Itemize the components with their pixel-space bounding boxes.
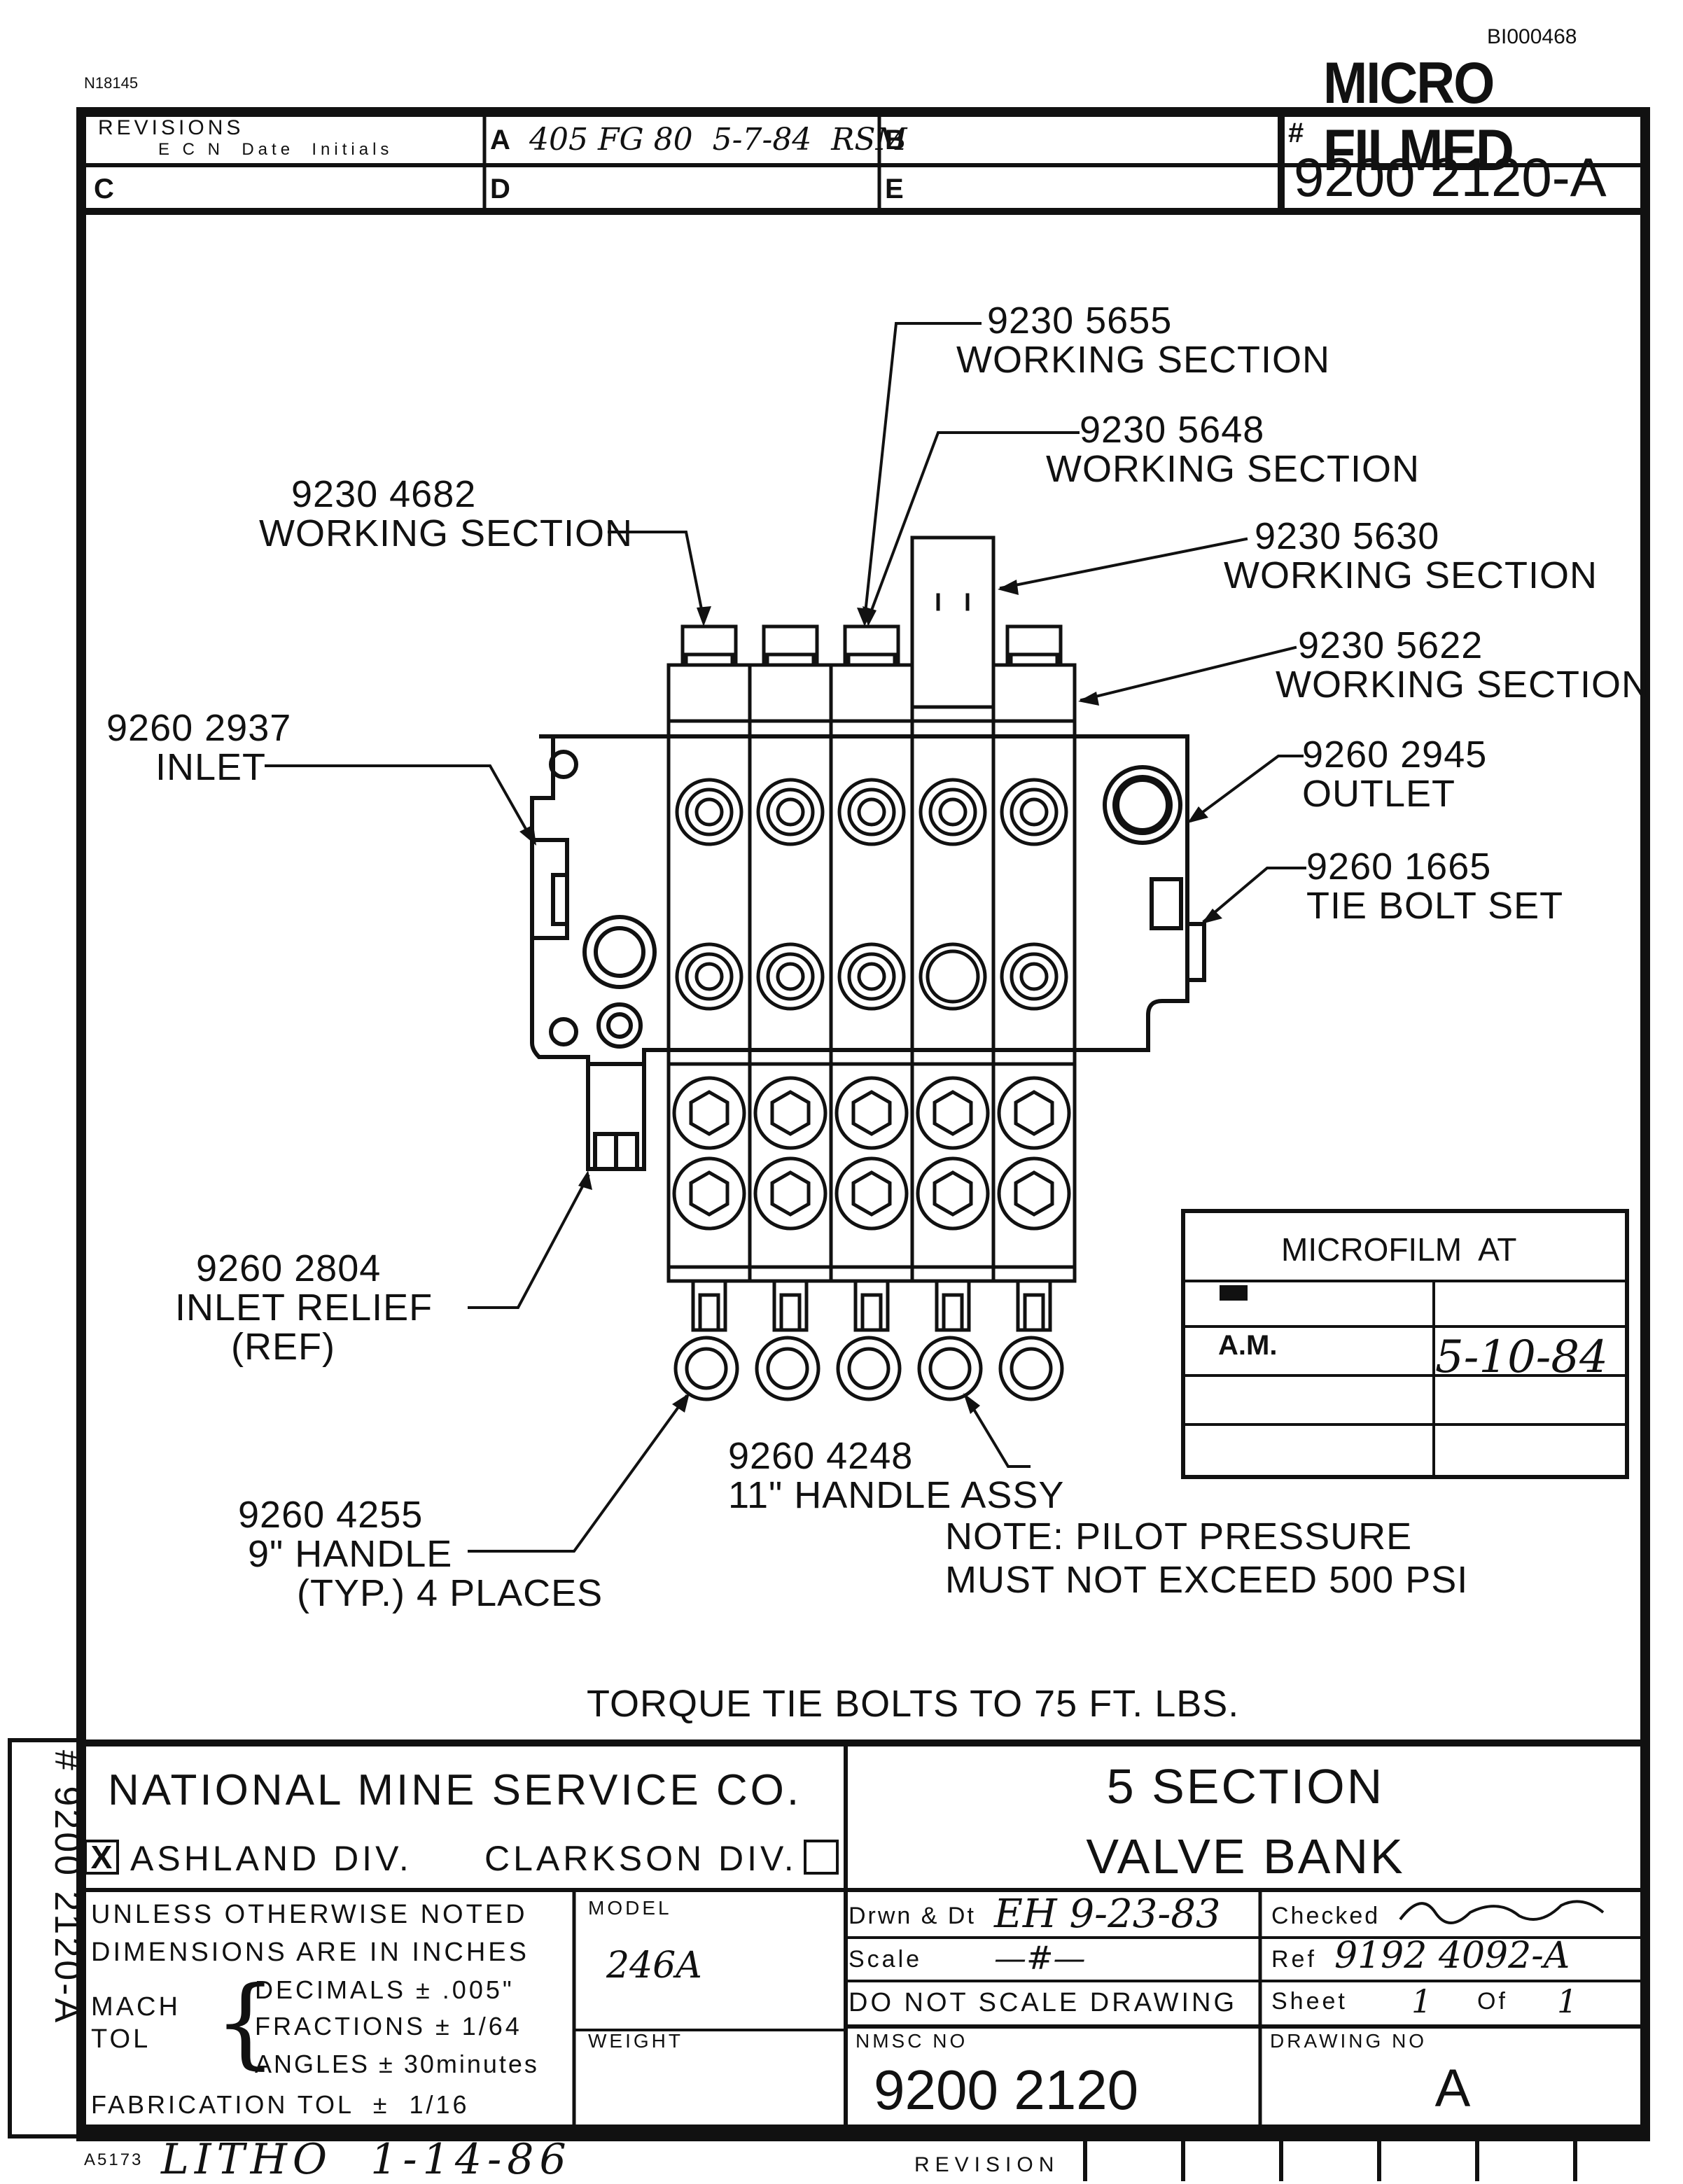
revision-letter-e: E <box>885 174 904 204</box>
callout-ws-5655: 9230 5655 WORKING SECTION <box>956 301 1330 379</box>
microfilm-title: MICROFILM AT <box>1281 1231 1517 1268</box>
of-value: 1 <box>1557 1982 1578 2020</box>
tolerance-brace: { <box>214 1966 277 2080</box>
document-id: BI000468 <box>1487 25 1577 48</box>
microfilm-row-label: A.M. <box>1218 1330 1278 1361</box>
part-reference: (REF) <box>231 1326 335 1368</box>
mach-label: MACH <box>91 1992 181 2022</box>
callout-ws-5622: 9230 5622 WORKING SECTION <box>1276 626 1649 704</box>
revision-letter-b: B <box>885 125 905 155</box>
callout-ws-5648: 9230 5648 WORKING SECTION <box>1046 410 1420 489</box>
revision-number-mark: # <box>1288 118 1304 148</box>
revision-value-a: 405 FG 80 5-7-84 RSM <box>529 122 907 158</box>
microfilm-date: 5-10-84 <box>1435 1331 1608 1383</box>
part-description: INLET RELIEF <box>175 1287 433 1329</box>
part-number: 9230 5630 <box>1255 515 1440 557</box>
model-value: 246A <box>606 1945 702 1987</box>
part-description: WORKING SECTION <box>1276 664 1650 706</box>
part-number: 9260 1665 <box>1306 846 1492 888</box>
part-number: 9260 2937 <box>106 707 292 749</box>
ashland-division: ASHLAND DIV. <box>130 1839 412 1878</box>
tolerance-notes-line1: UNLESS OTHERWISE NOTED <box>91 1900 528 1929</box>
weight-label: WEIGHT <box>588 2030 683 2052</box>
fractions-tolerance: FRACTIONS ± 1/64 <box>255 2012 522 2040</box>
callout-inlet-relief: 9260 2804 INLET RELIEF (REF) <box>175 1249 433 1366</box>
part-number: 9260 4248 <box>728 1435 914 1477</box>
revisions-subtitle: E C N Date Initials <box>158 140 393 159</box>
revision-letter-c: C <box>94 174 114 204</box>
of-label: Of <box>1477 1988 1508 2015</box>
litho-stamp: LITHO 1-14-86 <box>161 2135 572 2184</box>
part-note: (TYP.) 4 PLACES <box>297 1572 603 1614</box>
part-description: OUTLET <box>1302 773 1456 815</box>
callout-ws-4682: 9230 4682 WORKING SECTION <box>259 475 633 553</box>
drawing-number-label: DRAWING NO <box>1270 2030 1427 2052</box>
model-label: MODEL <box>588 1897 672 1919</box>
microfilmed-stamp: MICRO FILMED <box>1323 50 1514 183</box>
scale-label: Scale <box>849 1946 923 1973</box>
clarkson-checkbox <box>804 1840 839 1875</box>
torque-note: TORQUE TIE BOLTS TO 75 FT. LBS. <box>587 1683 1240 1725</box>
note-line: MUST NOT EXCEED 500 PSI <box>945 1559 1469 1601</box>
part-description: INLET <box>155 746 267 788</box>
checked-signature <box>1393 1891 1617 1933</box>
part-description: WORKING SECTION <box>259 512 634 554</box>
part-description: WORKING SECTION <box>956 339 1331 381</box>
ref-label: Ref <box>1271 1946 1317 1973</box>
company-name: NATIONAL MINE SERVICE CO. <box>108 1766 802 1814</box>
title-line: 5 SECTION <box>1106 1759 1385 1814</box>
nmsc-label: NMSC NO <box>856 2030 968 2052</box>
note-line: NOTE: PILOT PRESSURE <box>945 1516 1413 1558</box>
part-number: 9260 2804 <box>196 1247 382 1289</box>
revision-footer-label: REVISION <box>914 2153 1060 2176</box>
fabrication-tolerance: FABRICATION TOL ± 1/16 <box>91 2090 470 2119</box>
part-number: 9230 5655 <box>987 300 1173 342</box>
sheet-label: Sheet <box>1271 1988 1348 2015</box>
checked-label: Checked <box>1271 1903 1381 1929</box>
decimals-tolerance: DECIMALS ± .005" <box>255 1975 515 2004</box>
drawn-label: Drwn & Dt <box>849 1903 976 1929</box>
footer-code: A5173 <box>84 2150 144 2169</box>
tolerance-notes-line2: DIMENSIONS ARE IN INCHES <box>91 1938 529 1967</box>
callout-tie-bolt: 9260 1665 TIE BOLT SET <box>1306 847 1563 925</box>
nmsc-number: 9200 2120 <box>874 2059 1139 2121</box>
revisions-title: REVISIONS <box>98 116 244 139</box>
part-description: TIE BOLT SET <box>1306 885 1564 927</box>
callout-outlet: 9260 2945 OUTLET <box>1302 735 1487 813</box>
part-description: WORKING SECTION <box>1224 554 1598 596</box>
part-number: 9230 5648 <box>1080 409 1265 451</box>
ashland-checkbox: X <box>84 1840 119 1875</box>
sheet-value: 1 <box>1411 1982 1432 2020</box>
angles-tolerance: ANGLES ± 30minutes <box>255 2050 539 2078</box>
side-drawing-number: # 9200 2120-A <box>47 1750 88 2026</box>
part-number: 9230 4682 <box>291 473 477 515</box>
drawing-number-value: A <box>1434 2059 1471 2118</box>
part-number: 9260 4255 <box>238 1494 424 1536</box>
callout-handle-9: 9260 4255 9" HANDLE (TYP.) 4 PLACES <box>238 1495 603 1613</box>
part-description: 11" HANDLE ASSY <box>728 1474 1065 1516</box>
pilot-pressure-note: NOTE: PILOT PRESSURE MUST NOT EXCEED 500… <box>945 1515 1468 1602</box>
drawing-title: 5 SECTION VALVE BANK <box>846 1751 1645 1891</box>
revision-letter-d: D <box>490 174 510 204</box>
part-description: WORKING SECTION <box>1046 448 1420 490</box>
title-line: VALVE BANK <box>1086 1829 1405 1884</box>
revision-drawing-number: 9200 2120-A <box>1294 146 1607 208</box>
part-number: 9260 2945 <box>1302 734 1488 776</box>
clarkson-division: CLARKSON DIV. <box>484 1839 797 1878</box>
tol-label: TOL <box>91 2024 151 2054</box>
do-not-scale-notice: DO NOT SCALE DRAWING <box>849 1988 1238 2017</box>
small-code: N18145 <box>84 74 139 92</box>
drawn-value: EH 9-23-83 <box>994 1891 1221 1937</box>
part-number: 9230 5622 <box>1298 624 1483 666</box>
callout-ws-5630: 9230 5630 WORKING SECTION <box>1224 517 1598 595</box>
part-description: 9" HANDLE <box>248 1533 453 1575</box>
revision-letter-a: A <box>490 125 510 155</box>
callout-handle-11: 9260 4248 11" HANDLE ASSY <box>728 1436 1064 1515</box>
ref-value: 9192 4092-A <box>1334 1935 1570 1977</box>
callout-inlet: 9260 2937 INLET <box>106 708 291 787</box>
scale-value: —#— <box>994 1939 1086 1977</box>
